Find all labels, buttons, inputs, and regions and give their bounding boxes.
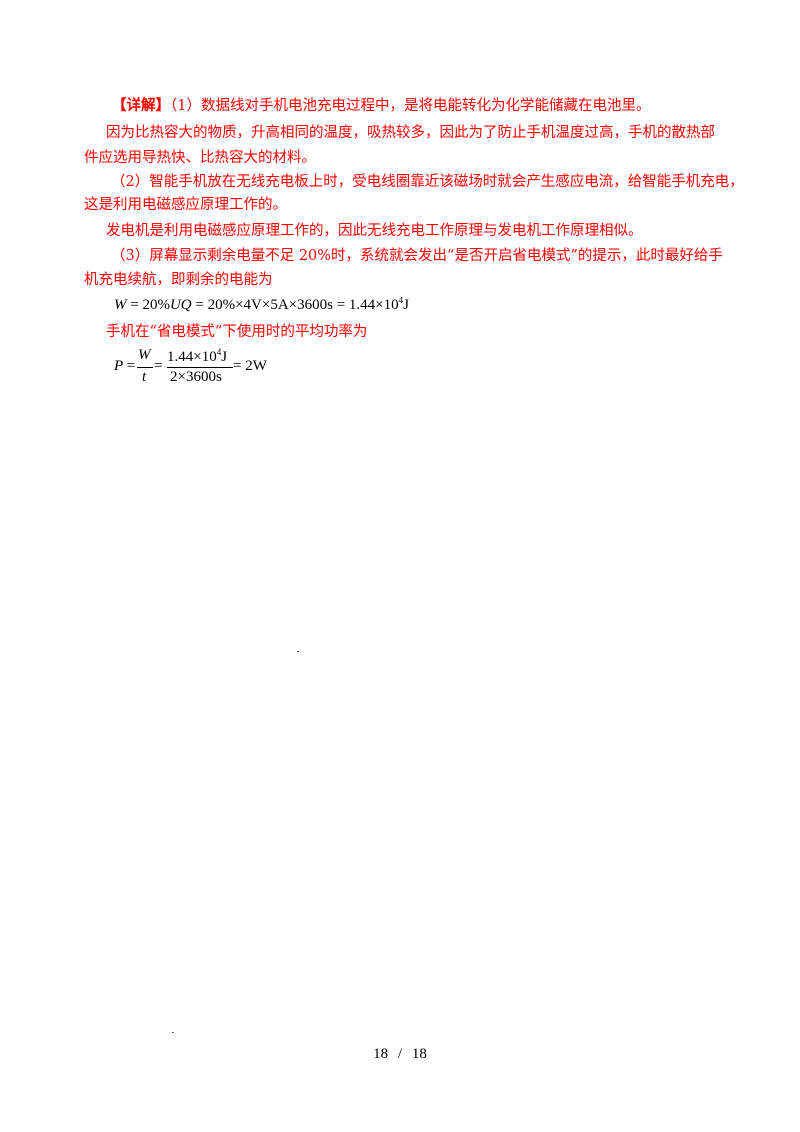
scan-mark — [297, 651, 299, 652]
detail-paragraph-5b: 机充电续航，即剩余的电能为 — [84, 272, 273, 288]
page-number: 18 / 18 — [373, 1046, 427, 1062]
detail-paragraph-3a: （2）智能手机放在无线充电板上时，受电线圈靠近该磁场时就会产生感应电流，给智能手… — [111, 174, 744, 190]
fraction-w-over-t: W t — [137, 347, 153, 389]
scan-mark — [172, 1032, 174, 1033]
fraction-energy-over-time: 1.44×104J 2×3600s — [167, 347, 233, 389]
detail-paragraph-6: 手机在“省电模式”下使用时的平均功率为 — [106, 324, 368, 340]
detail-paragraph-3b: 这是利用电磁感应原理工作的。 — [84, 197, 287, 213]
detail-paragraph-2b: 件应选用导热快、比热容大的材料。 — [84, 150, 316, 166]
detail-paragraph-1: 【详解】（1）数据线对手机电池充电过程中，是将电能转化为化学能储藏在电池里。 — [112, 96, 650, 116]
detail-paragraph-4: 发电机是利用电磁感应原理工作的，因此无线充电工作原理与发电机工作原理相似。 — [106, 223, 643, 239]
detail-paragraph-5a: （3）屏幕显示剩余电量不足 20%时，系统就会发出“是否开启省电模式”的提示，此… — [111, 248, 723, 264]
energy-formula: W = 20%UQ = 20%×4V×5A×3600s = 1.44×104J — [114, 295, 409, 313]
detail-text-1: （1）数据线对手机电池充电过程中，是将电能转化为化学能储藏在电池里。 — [170, 98, 651, 114]
detail-tag: 【详解】 — [112, 97, 170, 114]
detail-paragraph-2a: 因为比热容大的物质，升高相同的温度，吸热较多，因此为了防止手机温度过高，手机的散… — [106, 125, 715, 141]
